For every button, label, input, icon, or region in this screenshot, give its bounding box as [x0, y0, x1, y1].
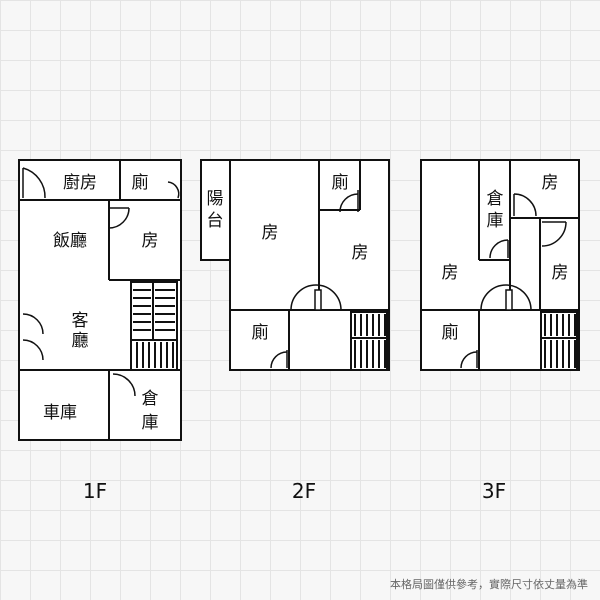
- f1-living-label-top: 客: [72, 311, 89, 331]
- f2-toilet-1-label: 廁: [332, 172, 349, 193]
- floor-label-3f: 3F: [482, 479, 506, 503]
- f2-balcony-label-bottom: 台: [207, 211, 224, 231]
- f2-bedroom-2-label: 房: [352, 243, 369, 263]
- f1-toilet-label: 廁: [132, 172, 149, 193]
- doors-3f: [460, 193, 567, 369]
- disclaimer-note: 本格局圖僅供參考，實際尺寸依丈量為準: [390, 578, 588, 591]
- f3-bedroom-1-label: 房: [542, 173, 559, 193]
- f1-kitchen-label: 廚房: [63, 172, 97, 193]
- f3-toilet-label: 廁: [442, 322, 459, 343]
- f3-storage-label-bottom: 庫: [487, 211, 504, 231]
- doors-1f: [22, 167, 180, 397]
- floor-label-2f: 2F: [292, 479, 316, 503]
- f2-bedroom-1-label: 房: [262, 223, 279, 243]
- f1-storage-label-bottom: 庫: [142, 413, 159, 433]
- floor-1f-plan: [18, 159, 182, 441]
- f1-dining-label: 飯廳: [53, 231, 87, 251]
- f1-living-label-bottom: 廳: [72, 331, 89, 351]
- f2-toilet-2-label: 廁: [252, 322, 269, 343]
- f1-garage-label: 車庫: [43, 403, 77, 423]
- stairs-2f: [350, 311, 388, 371]
- stairs-1f: [130, 281, 178, 371]
- f2-balcony-label-top: 陽: [207, 189, 224, 209]
- f3-bedroom-2-label: 房: [442, 263, 459, 283]
- f3-storage-label-top: 倉: [487, 189, 504, 209]
- floor-label-1f: 1F: [83, 479, 107, 503]
- floor-2f-plan: [200, 159, 390, 371]
- f1-storage-label-top: 倉: [142, 389, 159, 409]
- stairs-3f: [540, 311, 578, 371]
- doors-2f: [270, 190, 359, 369]
- floor-3f-plan: [420, 159, 580, 371]
- f1-bedroom-label: 房: [142, 231, 159, 251]
- f3-bedroom-3-label: 房: [552, 263, 569, 283]
